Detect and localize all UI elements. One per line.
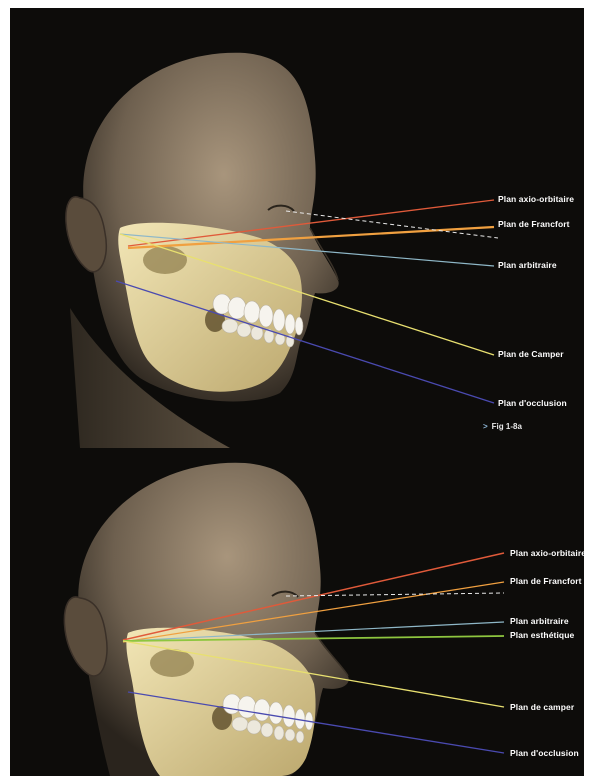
figure-page: Plan axio-orbitaire Plan de Francfort Pl…	[10, 8, 584, 776]
label-plan-axio-orbitaire: Plan axio-orbitaire	[498, 194, 574, 204]
label-plan-de-camper: Plan de Camper	[498, 349, 564, 359]
figure-bottom-panel: Plan axio-orbitaire Plan de Francfort Pl…	[10, 448, 584, 776]
label-plan-esthetique: Plan esthétique	[510, 630, 574, 640]
label-plan-d-occlusion: Plan d'occlusion	[498, 398, 567, 408]
label-plan-d-occlusion: Plan d'occlusion	[510, 748, 579, 758]
label-plan-arbitraire: Plan arbitraire	[510, 616, 569, 626]
label-plan-arbitraire: Plan arbitraire	[498, 260, 557, 270]
zygoma-shadow	[143, 246, 187, 274]
label-plan-de-francfort: Plan de Francfort	[510, 576, 582, 586]
head-illustration-bottom	[10, 448, 584, 776]
label-plan-de-camper: Plan de camper	[510, 702, 574, 712]
figure-top-panel: Plan axio-orbitaire Plan de Francfort Pl…	[10, 8, 584, 448]
label-plan-axio-orbitaire: Plan axio-orbitaire	[510, 548, 584, 558]
figure-caption-text: Fig 1-8a	[492, 422, 522, 431]
caption-chevron-icon: >	[483, 422, 488, 431]
label-plan-de-francfort: Plan de Francfort	[498, 219, 570, 229]
zygoma-shadow	[150, 649, 194, 677]
figure-caption: > Fig 1-8a	[483, 422, 522, 431]
